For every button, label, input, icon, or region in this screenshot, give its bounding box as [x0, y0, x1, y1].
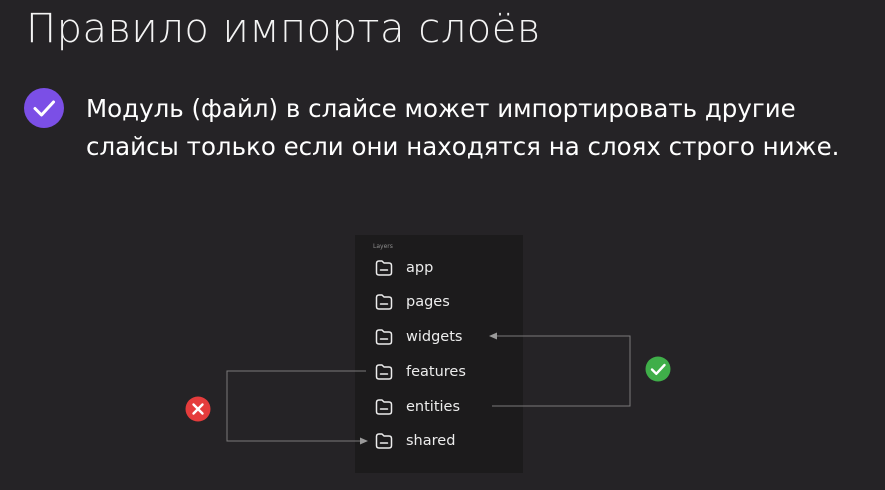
check-icon: [24, 88, 64, 128]
folder-icon: [375, 399, 393, 415]
layer-label: widgets: [406, 329, 463, 345]
folder-icon: [375, 329, 393, 345]
slide-title: Правило импорта слоёв: [26, 6, 541, 52]
layer-label: features: [406, 364, 466, 380]
cross-circle-icon: [185, 396, 211, 422]
layer-label: shared: [406, 433, 456, 449]
folder-icon: [375, 294, 393, 310]
allowed-import-arrow: [489, 332, 631, 407]
layer-item-features[interactable]: features: [374, 361, 466, 383]
bullet-text: Модуль (файл) в слайсе может импортирова…: [86, 94, 840, 161]
folder-icon: [375, 433, 393, 449]
layers-panel-caption: Layers: [373, 243, 393, 250]
check-circle-icon: [645, 356, 671, 382]
layer-item-pages[interactable]: pages: [374, 291, 450, 313]
layer-item-shared[interactable]: shared: [374, 430, 455, 452]
layer-label: app: [406, 260, 434, 276]
folder-icon: [375, 364, 393, 380]
layer-item-app[interactable]: app: [374, 257, 433, 279]
layer-item-entities[interactable]: entities: [374, 396, 460, 418]
folder-icon: [375, 260, 393, 276]
layer-item-widgets[interactable]: widgets: [374, 326, 462, 348]
layer-label: pages: [406, 294, 450, 310]
forbidden-import-arrow: [226, 370, 368, 445]
layer-label: entities: [406, 399, 461, 415]
